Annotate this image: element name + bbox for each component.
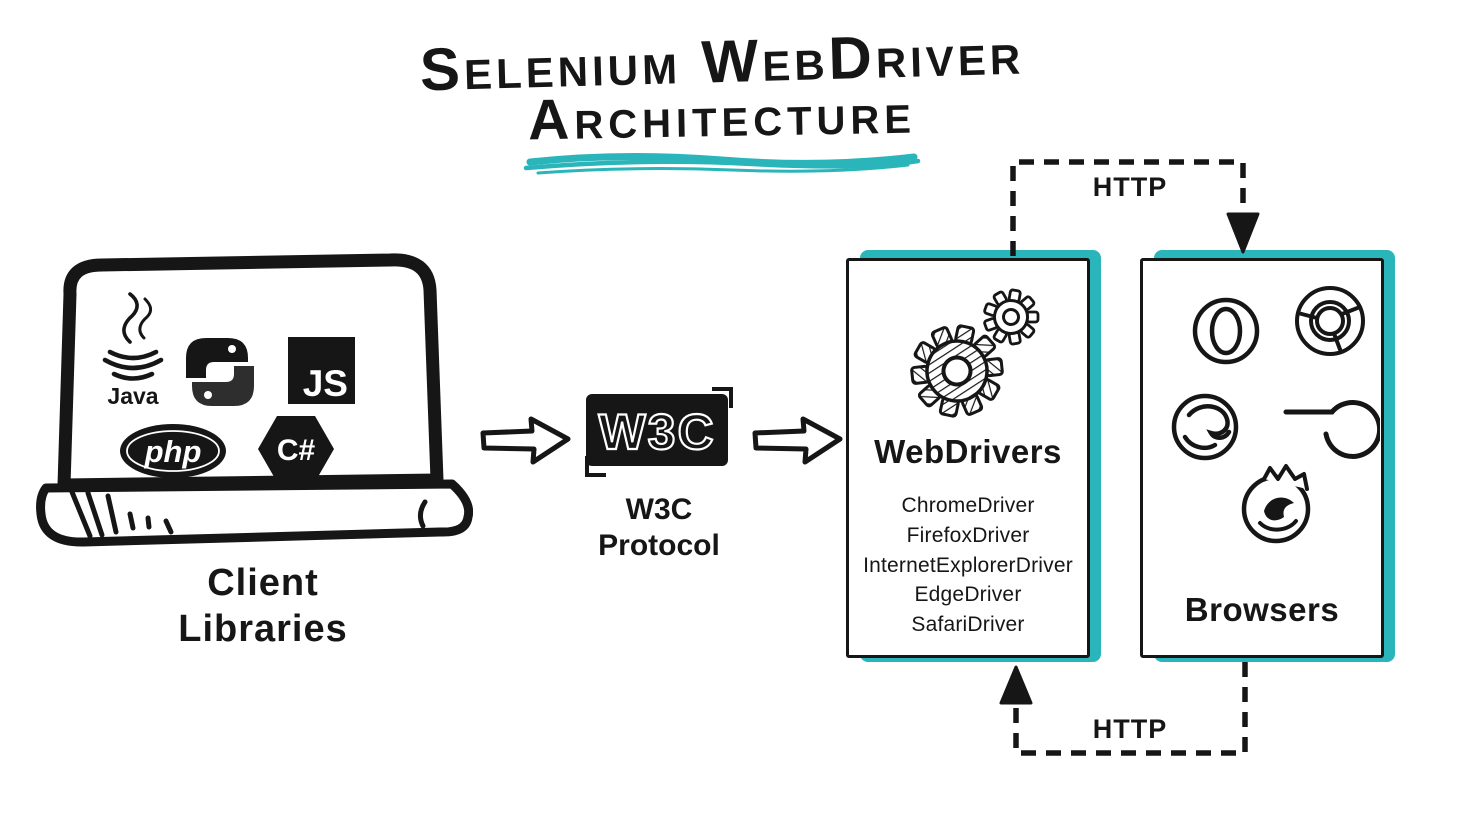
php-label: php [144,434,202,469]
java-label: Java [107,383,158,409]
arrow-w3c-to-webdrivers-icon [752,416,843,465]
browsers-title: Browsers [1184,591,1340,628]
w3c-badge: W3C [585,387,733,477]
edge-legacy-icon [1283,400,1380,459]
small-gear-icon [983,288,1040,346]
large-gear-icon [910,324,1004,418]
firefox-icon [1241,464,1311,544]
browsers-panel: Browsers [1140,250,1395,662]
webdrivers-panel: WebDrivers ChromeDriver FirefoxDriver In… [846,250,1101,662]
client-laptop-illustration: Java JS php C# [36,253,473,547]
js-icon: JS [288,337,355,404]
gears-icon [910,288,1040,418]
laptop-base-hatching [69,489,428,539]
driver-item: EdgeDriver [914,583,1022,607]
php-icon: php [120,424,226,478]
csharp-label: C# [277,434,316,467]
diagram-title: Selenium WebDriver Architecture [392,20,1052,178]
w3c-badge-text: W3C [598,404,715,460]
title-line-2: Architecture [527,81,917,153]
arrowhead-down-icon [1226,212,1260,254]
chrome-icon [1295,286,1365,356]
webdrivers-title: WebDrivers [874,433,1062,470]
csharp-icon: C# [258,416,334,482]
arrowhead-up-icon [999,665,1033,705]
http-label-top: HTTP [1092,172,1168,202]
w3c-protocol-label: W3C Protocol [598,493,720,562]
title-underline [523,152,921,175]
driver-item: InternetExplorerDriver [863,553,1073,577]
http-connector-top [1010,159,1260,256]
edge-icon [1171,393,1239,461]
webdrivers-list: ChromeDriver FirefoxDriver InternetExplo… [849,491,1087,640]
python-icon [186,338,254,406]
opera-icon [1192,297,1260,365]
java-icon: Java [102,292,164,409]
browser-icons-group [1171,286,1380,544]
client-libraries-label: Client Libraries [178,562,348,651]
arrow-client-to-w3c-icon [480,416,571,465]
driver-item: SafariDriver [911,613,1025,637]
driver-item: ChromeDriver [901,494,1035,517]
webdrivers-panel-body: WebDrivers ChromeDriver FirefoxDriver In… [846,258,1090,658]
laptop-base [36,479,473,547]
driver-item: FirefoxDriver [906,523,1030,547]
http-connector-bottom [999,662,1248,756]
browsers-panel-body: Browsers [1140,258,1384,658]
js-label: JS [303,363,348,404]
http-label-bottom: HTTP [1092,714,1168,744]
